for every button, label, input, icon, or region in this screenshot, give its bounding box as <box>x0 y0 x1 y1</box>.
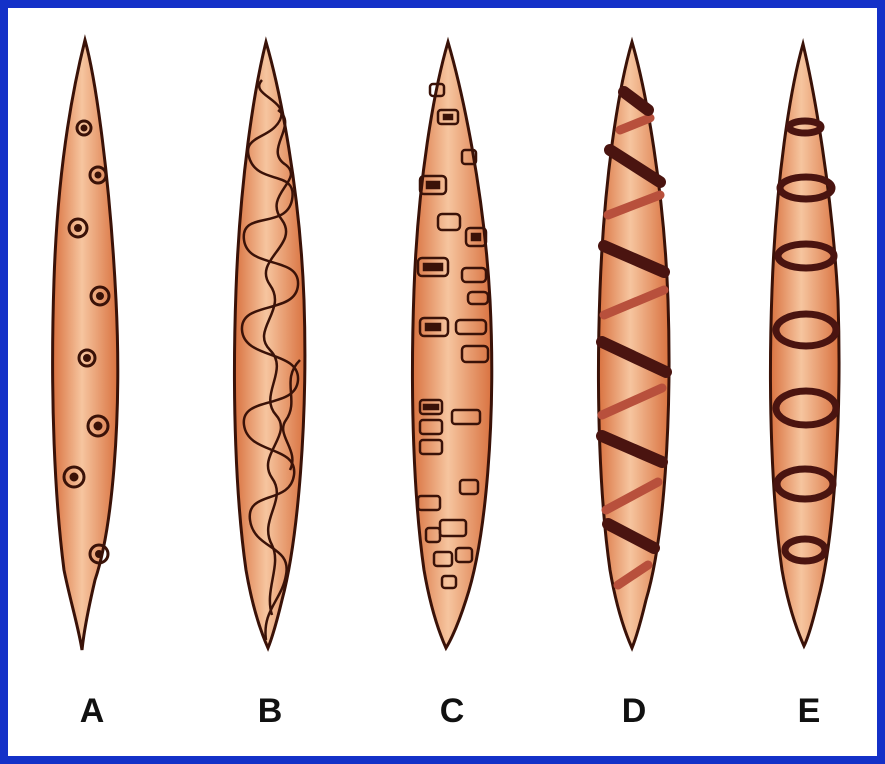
panel-label-c: C <box>422 692 482 731</box>
cell-d <box>598 42 669 648</box>
cell-e <box>770 44 839 646</box>
cell-a <box>53 40 118 650</box>
cell-b <box>234 42 304 648</box>
panel-label-a: A <box>62 692 122 731</box>
panel-label-d: D <box>604 692 664 731</box>
cell-c <box>412 42 491 648</box>
cell-b-body <box>234 42 304 648</box>
panel-label-b: B <box>240 692 300 731</box>
panel-label-e: E <box>779 692 839 731</box>
